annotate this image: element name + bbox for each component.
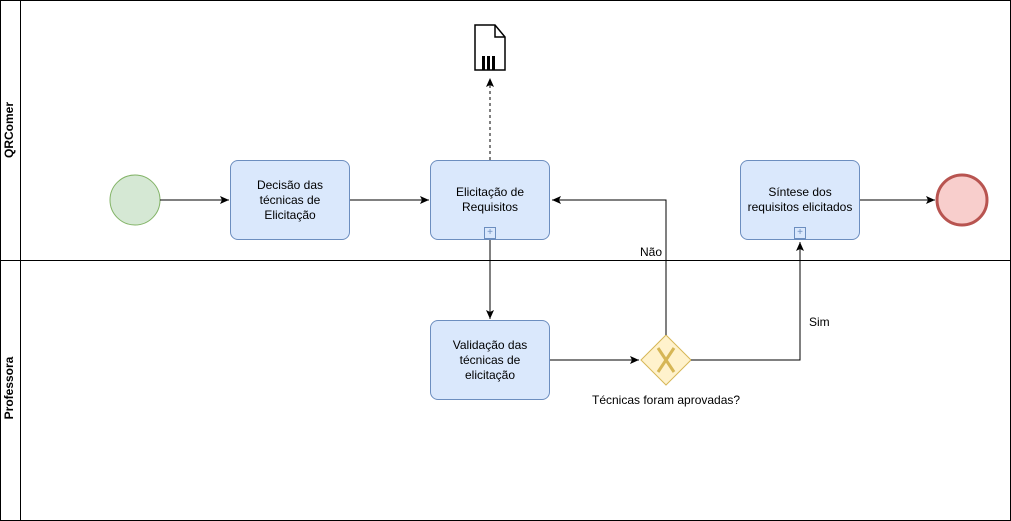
lane-header-professora (0, 260, 21, 521)
exclusive-gateway[interactable] (640, 334, 692, 386)
task-decisao-label: Decisão das técnicas de Elicitação (256, 177, 324, 222)
data-object-icon[interactable] (474, 24, 506, 71)
task-elicitacao-label: Elicitação de Requisitos (455, 185, 525, 214)
task-sintese-label: Síntese dos requisitos elicitados (747, 185, 853, 214)
flow-gateway-no[interactable] (552, 196, 667, 335)
start-event[interactable] (109, 174, 161, 226)
task-validacao[interactable]: Validação das técnicas de elicitação (430, 320, 550, 400)
task-decisao[interactable]: Decisão das técnicas de Elicitação (230, 160, 350, 240)
flow-gateway-yes[interactable] (691, 242, 804, 361)
lane-header-qrcomer (0, 0, 21, 261)
task-sintese[interactable]: Síntese dos requisitos elicitados (740, 160, 860, 240)
gateway-label: Técnicas foram aprovadas? (592, 393, 741, 407)
edge-label-no: Não (640, 245, 663, 259)
edge-label-yes: Sim (809, 315, 830, 329)
subprocess-marker-icon[interactable]: + (484, 227, 496, 239)
task-validacao-label: Validação das técnicas de elicitação (452, 337, 528, 382)
subprocess-marker-icon[interactable]: + (794, 227, 806, 239)
task-elicitacao[interactable]: Elicitação de Requisitos (430, 160, 550, 240)
end-event[interactable] (935, 173, 989, 227)
